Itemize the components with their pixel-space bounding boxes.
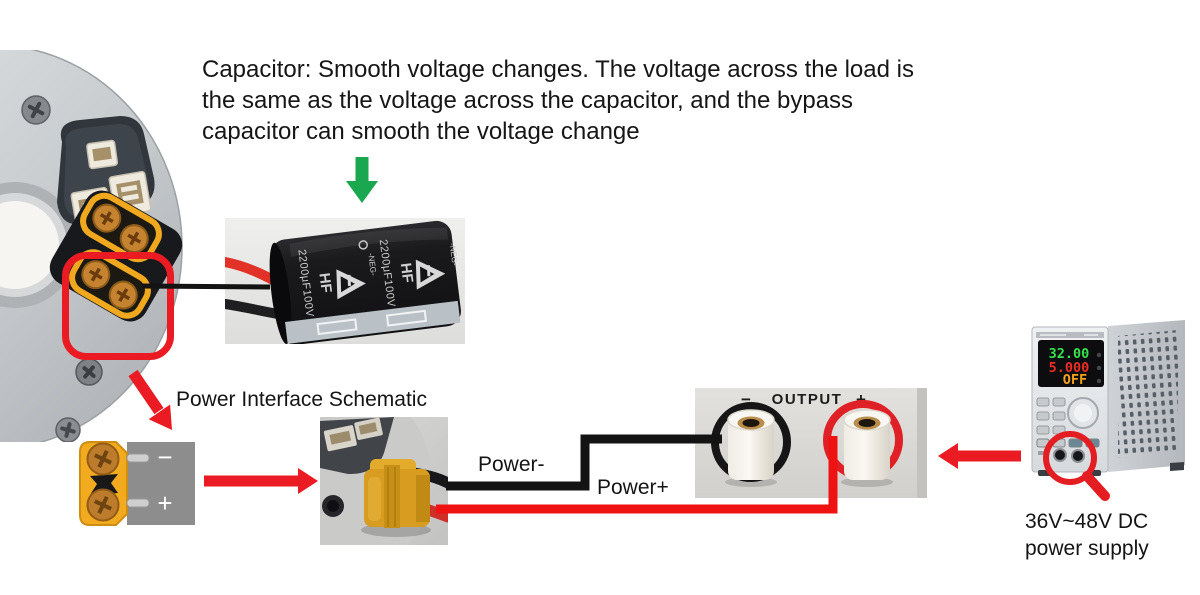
schematic-pin-positive xyxy=(126,498,150,508)
xt60-terminal xyxy=(86,442,120,476)
jst-connector-small xyxy=(86,139,119,170)
capacitor-vent-mark xyxy=(385,309,428,327)
psu-buttons xyxy=(1036,397,1066,435)
psu-output-photo: − OUTPUT + xyxy=(695,388,927,498)
capacitor-neg-text: -NEG- xyxy=(448,243,460,267)
red-arrow-from-psu-icon xyxy=(938,443,1021,469)
schematic-positive-label: + xyxy=(157,488,172,518)
capacitor-photo: 2200μF100V HF -NEG- 2200μF100V HF -NEG- xyxy=(225,218,465,344)
output-title: OUTPUT xyxy=(772,391,843,408)
schematic-title: Power Interface Schematic xyxy=(176,388,427,411)
photo-xt60-connector xyxy=(364,459,430,528)
xt60-socket-top xyxy=(80,192,162,263)
photo-jst-connector xyxy=(323,425,357,452)
capacitor-note-line1: Capacitor: Smooth voltage changes. The v… xyxy=(202,56,914,83)
schematic-pin-negative xyxy=(126,453,150,463)
psu-brand-strip xyxy=(1036,332,1104,338)
output-positive-sign: + xyxy=(856,390,866,409)
motor-base-photo xyxy=(0,50,183,442)
psu-terminals xyxy=(1038,448,1085,463)
capacitor-note: Capacitor: Smooth voltage changes. The v… xyxy=(202,54,914,147)
psu-caption-line1: 36V~48V DC xyxy=(1025,510,1149,533)
psu-status-readout: OFF xyxy=(1063,372,1087,388)
psu-current-readout: 5.000 xyxy=(1049,360,1090,376)
power-interface-schematic: − + xyxy=(79,441,195,526)
psu-caption: 36V~48V DC power supply xyxy=(1025,508,1149,562)
brand-triangle-logo xyxy=(415,259,446,290)
psu-display xyxy=(1038,340,1104,387)
capacitor-brand-text: HF xyxy=(315,272,334,294)
photo-jst-connector xyxy=(354,417,383,440)
capacitor-note-line2: the same as the voltage across the capac… xyxy=(202,87,854,114)
capacitor-vent-mark xyxy=(316,318,358,336)
power-positive-label: Power+ xyxy=(597,476,669,499)
capacitor-brand-text: HF xyxy=(397,262,416,284)
capacitor-note-line3: capacitor can smooth the voltage change xyxy=(202,118,640,145)
xt60-plug-photo xyxy=(320,417,448,545)
psu-vent-grille xyxy=(1118,330,1178,458)
brand-triangle-logo xyxy=(336,269,366,300)
red-arrow-to-plug-icon xyxy=(204,468,318,494)
power-negative-label: Power- xyxy=(478,453,545,476)
power-supply-photo: 32.00 5.000 OFF xyxy=(1031,320,1185,501)
capacitor-neg-text: -NEG- xyxy=(366,253,378,277)
schematic-negative-label: − xyxy=(157,442,172,472)
psu-knob xyxy=(1067,397,1099,429)
psu-caption-line2: power supply xyxy=(1025,537,1149,560)
connector-highlight-box xyxy=(62,252,174,360)
psu-voltage-readout: 32.00 xyxy=(1049,346,1090,362)
output-negative-sign: − xyxy=(741,390,751,409)
capacitor-body: 2200μF100V HF -NEG- 2200μF100V HF -NEG- xyxy=(269,220,461,344)
magnifier-icon xyxy=(1043,431,1110,501)
xt60-terminal xyxy=(86,488,120,522)
green-down-arrow-icon xyxy=(346,157,378,203)
output-post-positive xyxy=(823,400,903,487)
